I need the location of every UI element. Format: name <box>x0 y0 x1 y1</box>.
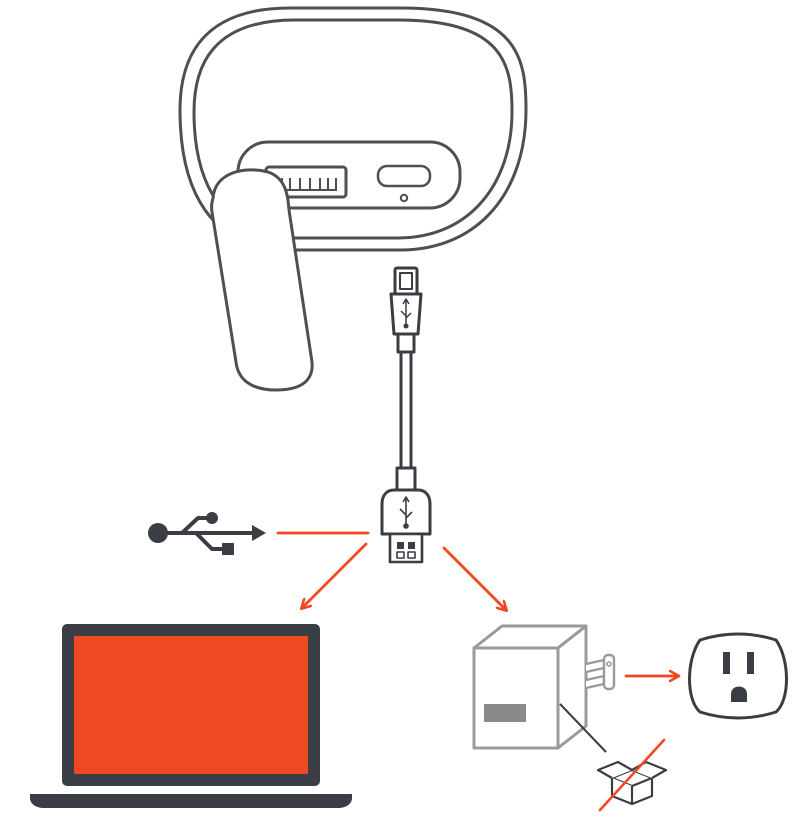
adapter-prong-top <box>585 658 606 674</box>
connection-arrows <box>276 531 678 676</box>
usb-a-strain <box>395 466 417 492</box>
usb-logo-small-top <box>400 298 412 329</box>
not-included-slash-icon <box>598 738 666 812</box>
outlet-slot-right <box>747 652 754 674</box>
wall-adapter-icon <box>472 624 616 750</box>
plug-metal-tip <box>388 532 424 564</box>
laptop-screen <box>74 636 308 774</box>
adapter-side <box>556 624 588 750</box>
micro-usb-cable-icon <box>389 266 423 492</box>
adapter-prong-bottom <box>585 674 606 690</box>
arrow-to-laptop <box>302 542 368 608</box>
usb-symbol-icon <box>148 512 266 555</box>
adapter-to-box-leader <box>559 703 607 753</box>
usb-logo-small-plug <box>399 496 413 529</box>
adapter-front <box>472 646 560 750</box>
laptop-icon <box>30 624 352 808</box>
arrow-to-adapter <box>442 546 506 610</box>
outlet-slot-left <box>723 652 730 674</box>
port-cover-flap <box>210 168 314 392</box>
micro-usb-strain <box>396 332 416 354</box>
laptop-base <box>30 794 352 808</box>
open-box-icon <box>596 760 668 806</box>
micro-usb-port <box>376 164 432 188</box>
micro-usb-tip <box>393 266 419 296</box>
adapter-label <box>484 704 526 722</box>
outlet-face <box>688 632 788 720</box>
speaker-inner-shell <box>192 18 514 240</box>
wall-outlet-icon <box>688 632 788 720</box>
outlet-ground <box>731 686 747 702</box>
charge-led <box>399 193 409 203</box>
usb-a-plug-icon <box>380 488 432 564</box>
speaker-outer-shell <box>178 6 528 252</box>
